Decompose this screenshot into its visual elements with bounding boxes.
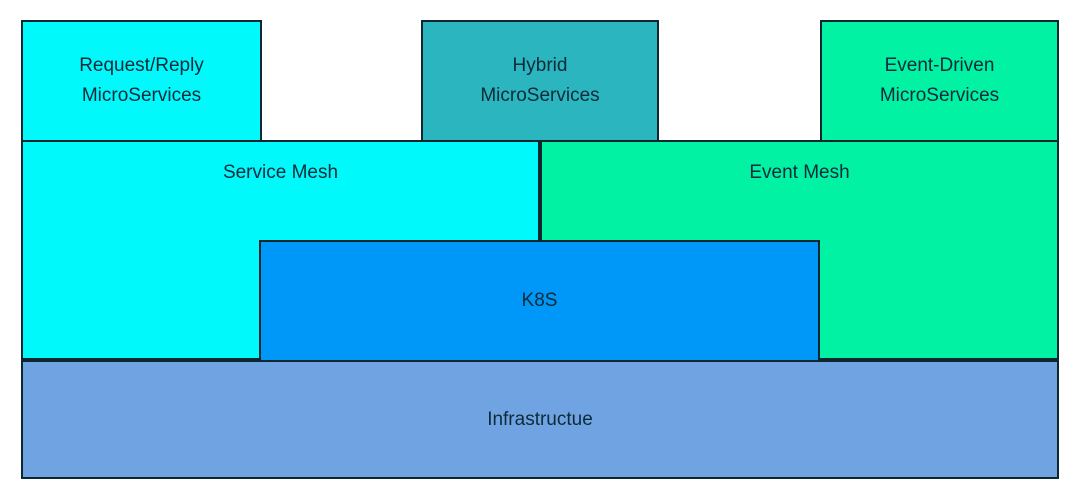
event-driven-microservices-box: Event-Driven MicroServices [820,20,1059,142]
infrastructure-layer-box: Infrastructue [21,360,1059,479]
event-mesh-label: Event Mesh [749,162,850,183]
request-reply-microservices-box: Request/Reply MicroServices [21,20,262,142]
infrastructure-label: Infrastructue [487,408,593,430]
hybrid-microservices-box: Hybrid MicroServices [421,20,659,142]
request-reply-microservices-label: Request/Reply MicroServices [79,55,204,106]
k8s-layer-box: K8S [259,240,820,362]
k8s-label: K8S [521,290,558,311]
service-mesh-label: Service Mesh [222,162,339,183]
event-driven-microservices-label: Event-Driven MicroServices [879,55,1000,106]
hybrid-microservices-label: Hybrid MicroServices [480,55,600,106]
